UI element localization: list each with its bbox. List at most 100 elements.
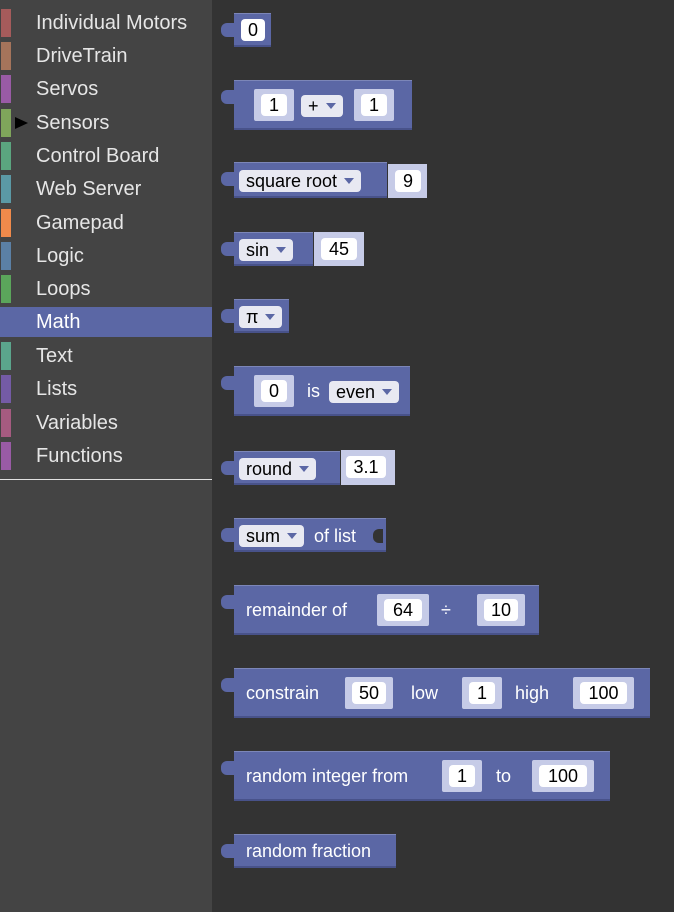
low-field[interactable]: 1 bbox=[469, 682, 495, 704]
category-color-swatch bbox=[1, 375, 11, 403]
category-label: Logic bbox=[36, 245, 84, 267]
number-field[interactable]: 3.1 bbox=[346, 456, 386, 478]
math-constrain-block[interactable]: constrain 50 low 1 high 100 bbox=[221, 668, 650, 718]
dividend-field[interactable]: 64 bbox=[384, 599, 422, 621]
category-label: Servos bbox=[36, 78, 99, 100]
category-servos[interactable]: Servos bbox=[0, 74, 212, 104]
math-round-block[interactable]: round bbox=[221, 451, 340, 485]
dropdown-caret-icon bbox=[325, 103, 336, 109]
dropdown-caret-icon bbox=[265, 314, 276, 320]
category-label: Loops bbox=[36, 278, 91, 300]
category-label: DriveTrain bbox=[36, 45, 128, 67]
category-color-swatch bbox=[1, 142, 11, 170]
category-label: Functions bbox=[36, 445, 123, 467]
inner-number-block[interactable]: 10 bbox=[477, 594, 525, 626]
constrain-label: constrain bbox=[246, 683, 320, 703]
trig-value: sin bbox=[246, 240, 270, 260]
math-arithmetic-block[interactable]: 1 + 1 bbox=[221, 80, 412, 130]
random-int-label: random integer from bbox=[246, 766, 409, 786]
category-individual-motors[interactable]: Individual Motors bbox=[0, 8, 212, 38]
toolbox-sidebar: Individual Motors DriveTrain Servos Sens… bbox=[0, 0, 212, 912]
list-op-value: sum bbox=[246, 526, 281, 546]
math-trig-block[interactable]: sin bbox=[221, 232, 313, 266]
category-label: Individual Motors bbox=[36, 12, 188, 34]
inner-number-block[interactable]: 1 bbox=[354, 89, 394, 121]
constant-dropdown[interactable]: π bbox=[239, 306, 283, 328]
category-color-swatch bbox=[1, 109, 11, 137]
category-color-swatch bbox=[1, 42, 11, 70]
category-functions[interactable]: Functions bbox=[0, 441, 212, 471]
output-connector bbox=[221, 528, 234, 542]
operator-dropdown[interactable]: + bbox=[301, 95, 343, 117]
output-connector bbox=[221, 242, 234, 256]
operator-value: + bbox=[308, 96, 319, 116]
category-control-board[interactable]: Control Board bbox=[0, 141, 212, 171]
trig-dropdown[interactable]: sin bbox=[239, 239, 294, 261]
high-label: high bbox=[515, 683, 550, 703]
operand-a-field[interactable]: 1 bbox=[261, 94, 287, 116]
math-on-list-block[interactable]: sum of list bbox=[221, 518, 386, 552]
category-color-swatch bbox=[1, 209, 11, 237]
list-op-dropdown[interactable]: sum bbox=[239, 525, 305, 547]
divide-symbol: ÷ bbox=[441, 600, 451, 620]
math-number-block[interactable]: 3.1 bbox=[341, 450, 395, 485]
category-color-swatch bbox=[1, 275, 11, 303]
category-lists[interactable]: Lists bbox=[0, 374, 212, 404]
category-label: Control Board bbox=[36, 145, 160, 167]
list-input-socket bbox=[373, 529, 383, 543]
high-field[interactable]: 100 bbox=[580, 682, 627, 704]
to-field[interactable]: 100 bbox=[539, 765, 587, 787]
category-text[interactable]: Text bbox=[0, 341, 212, 371]
inner-number-block[interactable]: 50 bbox=[345, 677, 393, 709]
number-field[interactable]: 45 bbox=[321, 238, 357, 260]
remainder-label: remainder of bbox=[246, 600, 348, 620]
category-drivetrain[interactable]: DriveTrain bbox=[0, 41, 212, 71]
number-field[interactable]: 0 bbox=[241, 19, 265, 41]
category-logic[interactable]: Logic bbox=[0, 241, 212, 271]
math-single-block[interactable]: square root bbox=[221, 162, 387, 198]
inner-number-block[interactable]: 1 bbox=[462, 677, 502, 709]
dropdown-caret-icon bbox=[276, 247, 287, 253]
from-field[interactable]: 1 bbox=[449, 765, 475, 787]
category-color-swatch bbox=[1, 175, 11, 203]
number-field[interactable]: 0 bbox=[261, 380, 287, 402]
divisor-field[interactable]: 10 bbox=[484, 599, 518, 621]
inner-number-block[interactable]: 64 bbox=[377, 594, 429, 626]
toolbox-divider bbox=[0, 479, 212, 480]
category-loops[interactable]: Loops bbox=[0, 274, 212, 304]
inner-number-block[interactable]: 100 bbox=[573, 677, 634, 709]
category-variables[interactable]: Variables bbox=[0, 408, 212, 438]
output-connector bbox=[221, 678, 234, 692]
category-color-swatch bbox=[1, 242, 11, 270]
inner-number-block[interactable]: 0 bbox=[254, 375, 294, 407]
inner-number-block[interactable]: 1 bbox=[442, 760, 482, 792]
value-field[interactable]: 50 bbox=[352, 682, 386, 704]
math-constant-block[interactable]: π bbox=[221, 299, 289, 333]
property-dropdown[interactable]: even bbox=[329, 381, 400, 403]
inner-number-block[interactable]: 1 bbox=[254, 89, 294, 121]
category-label: Web Server bbox=[36, 178, 142, 200]
category-label: Math bbox=[36, 311, 81, 333]
math-number-block[interactable]: 9 bbox=[388, 164, 427, 198]
output-connector bbox=[221, 23, 234, 37]
math-random-fraction-block[interactable]: random fraction bbox=[221, 834, 396, 868]
operand-b-field[interactable]: 1 bbox=[361, 94, 387, 116]
function-dropdown[interactable]: square root bbox=[239, 170, 362, 192]
category-math[interactable]: Math bbox=[0, 307, 212, 337]
inner-number-block[interactable]: 100 bbox=[532, 760, 594, 792]
math-number-block[interactable]: 0 bbox=[221, 13, 271, 47]
category-label: Lists bbox=[36, 378, 78, 400]
expand-arrow-icon[interactable] bbox=[15, 117, 28, 129]
category-gamepad[interactable]: Gamepad bbox=[0, 208, 212, 238]
round-dropdown[interactable]: round bbox=[239, 458, 317, 480]
output-connector bbox=[221, 761, 234, 775]
category-label: Sensors bbox=[36, 112, 110, 134]
category-label: Text bbox=[36, 345, 73, 367]
math-modulo-block[interactable]: remainder of 64 ÷ 10 bbox=[221, 585, 539, 635]
math-random-int-block[interactable]: random integer from 1 to 100 bbox=[221, 751, 610, 801]
math-number-block[interactable]: 45 bbox=[314, 232, 364, 266]
number-field[interactable]: 9 bbox=[395, 170, 421, 192]
category-sensors[interactable]: Sensors bbox=[0, 108, 212, 138]
category-web-server[interactable]: Web Server bbox=[0, 174, 212, 204]
math-property-block[interactable]: 0 is even bbox=[221, 366, 410, 416]
